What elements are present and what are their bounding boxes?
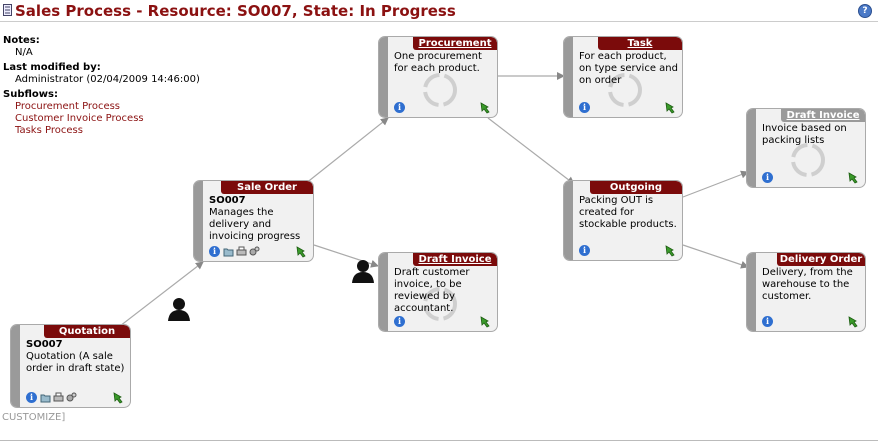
node-outgoing[interactable]: Outgoing Packing OUT is created for stoc… [563,180,683,261]
node-title[interactable]: Delivery Order [777,253,865,266]
info-icon[interactable]: i [762,172,773,183]
green-arrow-icon[interactable] [663,101,676,114]
tools-icon[interactable] [66,392,77,403]
green-arrow-icon[interactable] [663,244,676,257]
modified-label: Last modified by: [3,62,101,73]
node-description: Manages the delivery and invoicing progr… [209,207,301,242]
node-delivery-order[interactable]: Delivery Order Delivery, from the wareho… [746,252,866,332]
node-quotation[interactable]: Quotation SO007 Quotation (A sale order … [10,324,131,408]
node-title[interactable]: Draft Invoice [781,109,865,122]
user-icon [352,260,374,283]
node-draft-invoice-2[interactable]: Draft Invoice Invoice based on packing l… [746,108,866,188]
transition-procurement-outgoing [487,117,575,185]
green-arrow-icon[interactable] [478,101,491,114]
node-task[interactable]: Task For each product, on type service a… [563,36,683,118]
transition-quotation-saleorder [119,261,204,327]
node-title[interactable]: Draft Invoice [413,253,497,266]
subflow-link-customer-invoice[interactable]: Customer Invoice Process [15,113,144,124]
cycle-icon [608,73,642,107]
cycle-icon [423,73,457,107]
help-icon[interactable]: ? [858,4,872,18]
info-icon[interactable]: i [209,246,220,257]
info-icon[interactable]: i [26,392,37,403]
node-title[interactable]: Quotation [44,325,130,338]
subflow-link-procurement[interactable]: Procurement Process [15,101,121,112]
page-title: Sales Process - Resource: SO007, State: … [15,2,456,20]
node-resource: SO007 [26,339,63,350]
notes-value: N/A [15,47,33,58]
notes-label: Notes: [3,35,40,46]
node-description: One procurement for each product. [394,51,482,74]
cycle-icon [791,143,825,177]
info-panel: Notes: N/A Last modified by: Administrat… [3,35,203,137]
info-icon[interactable]: i [394,316,405,327]
green-arrow-icon[interactable] [294,245,307,258]
folder-icon[interactable] [40,392,51,403]
green-arrow-icon[interactable] [111,391,124,404]
info-icon[interactable]: i [579,245,590,256]
node-description: Packing OUT is created for stockable pro… [579,195,677,230]
subflow-link-tasks[interactable]: Tasks Process [15,125,83,136]
node-resource: SO007 [209,195,246,206]
node-draft-invoice[interactable]: Draft Invoice Draft customer invoice, to… [378,252,498,332]
subflows-label: Subflows: [3,89,58,100]
info-icon[interactable]: i [579,102,590,113]
green-arrow-icon[interactable] [478,315,491,328]
title-bar: Sales Process - Resource: SO007, State: … [0,0,878,22]
green-arrow-icon[interactable] [846,315,859,328]
node-title[interactable]: Outgoing [590,181,682,194]
node-description: Draft customer invoice, to be reviewed b… [394,267,470,314]
print-icon[interactable] [53,392,64,403]
node-description: For each product, on type service and on… [579,51,678,86]
tools-icon[interactable] [249,246,260,257]
transition-outgoing-draftinvoice [682,170,749,198]
node-procurement[interactable]: Procurement One procurement for each pro… [378,36,498,118]
bottom-divider [0,440,878,441]
node-description: Invoice based on packing lists [762,123,847,146]
info-icon[interactable]: i [762,316,773,327]
cycle-icon [423,287,457,321]
modified-value: Administrator (02/04/2009 14:46:00) [15,74,200,85]
green-arrow-icon[interactable] [846,171,859,184]
transition-outgoing-delivery [682,244,749,269]
transition-saleorder-procurement [304,117,389,185]
node-description: Quotation (A sale order in draft state) [26,351,125,374]
customize-link[interactable]: CUSTOMIZE] [2,412,66,423]
print-icon[interactable] [236,246,247,257]
user-icon [168,298,190,321]
node-title[interactable]: Procurement [413,37,497,50]
folder-icon[interactable] [223,246,234,257]
node-description: Delivery, from the warehouse to the cust… [762,267,853,302]
node-title[interactable]: Sale Order [221,181,313,194]
node-sale-order[interactable]: Sale Order SO007 Manages the delivery an… [193,180,314,262]
process-icon [3,4,12,16]
node-title[interactable]: Task [598,37,682,50]
info-icon[interactable]: i [394,102,405,113]
